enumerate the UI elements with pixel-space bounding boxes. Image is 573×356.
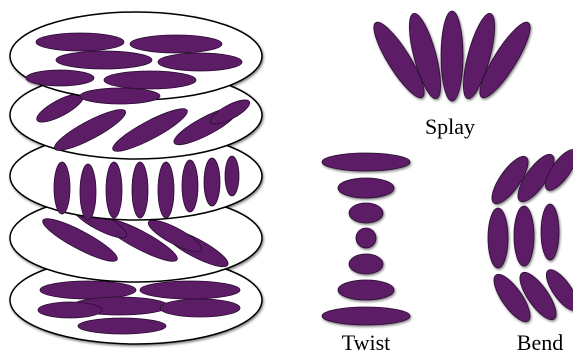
splay-label: Splay [425, 114, 475, 139]
bend-group [486, 145, 573, 326]
twist-group [322, 153, 410, 325]
twist-label: Twist [342, 330, 391, 355]
bend-label: Bend [517, 330, 563, 355]
cholesteric-stack [10, 12, 262, 344]
splay-group [366, 11, 537, 103]
